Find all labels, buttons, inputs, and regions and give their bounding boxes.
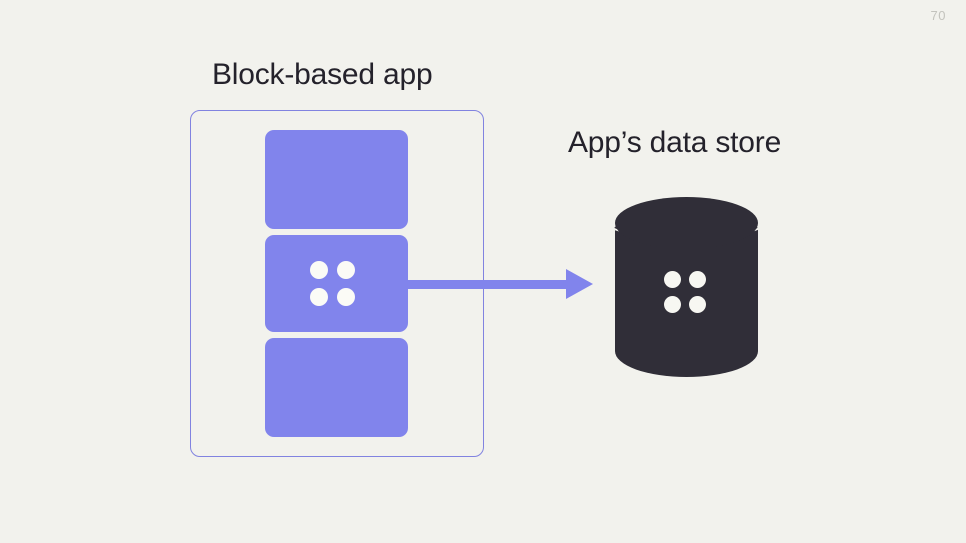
store-dot-4 — [689, 296, 706, 313]
page-number: 70 — [930, 8, 946, 23]
block-based-app-title: Block-based app — [212, 58, 433, 91]
arrow-right-icon-head — [566, 269, 593, 299]
block-dot-2 — [337, 261, 355, 279]
block-dot-1 — [310, 261, 328, 279]
data-store-title: App’s data store — [568, 126, 782, 159]
block-dot-4 — [337, 288, 355, 306]
app-block-top — [265, 130, 408, 229]
arrow-right-icon-shaft — [398, 280, 576, 289]
store-dot-3 — [664, 296, 681, 313]
store-dot-2 — [689, 271, 706, 288]
app-block-bottom — [265, 338, 408, 437]
block-dot-3 — [310, 288, 328, 306]
block-dots-grid-icon — [310, 261, 355, 306]
store-dots-grid-icon — [664, 271, 706, 313]
data-store-cylinder-icon — [611, 197, 761, 377]
cylinder-body — [615, 228, 758, 377]
store-dot-1 — [664, 271, 681, 288]
cylinder-top-ellipse — [615, 197, 758, 249]
app-block-middle — [265, 235, 408, 332]
